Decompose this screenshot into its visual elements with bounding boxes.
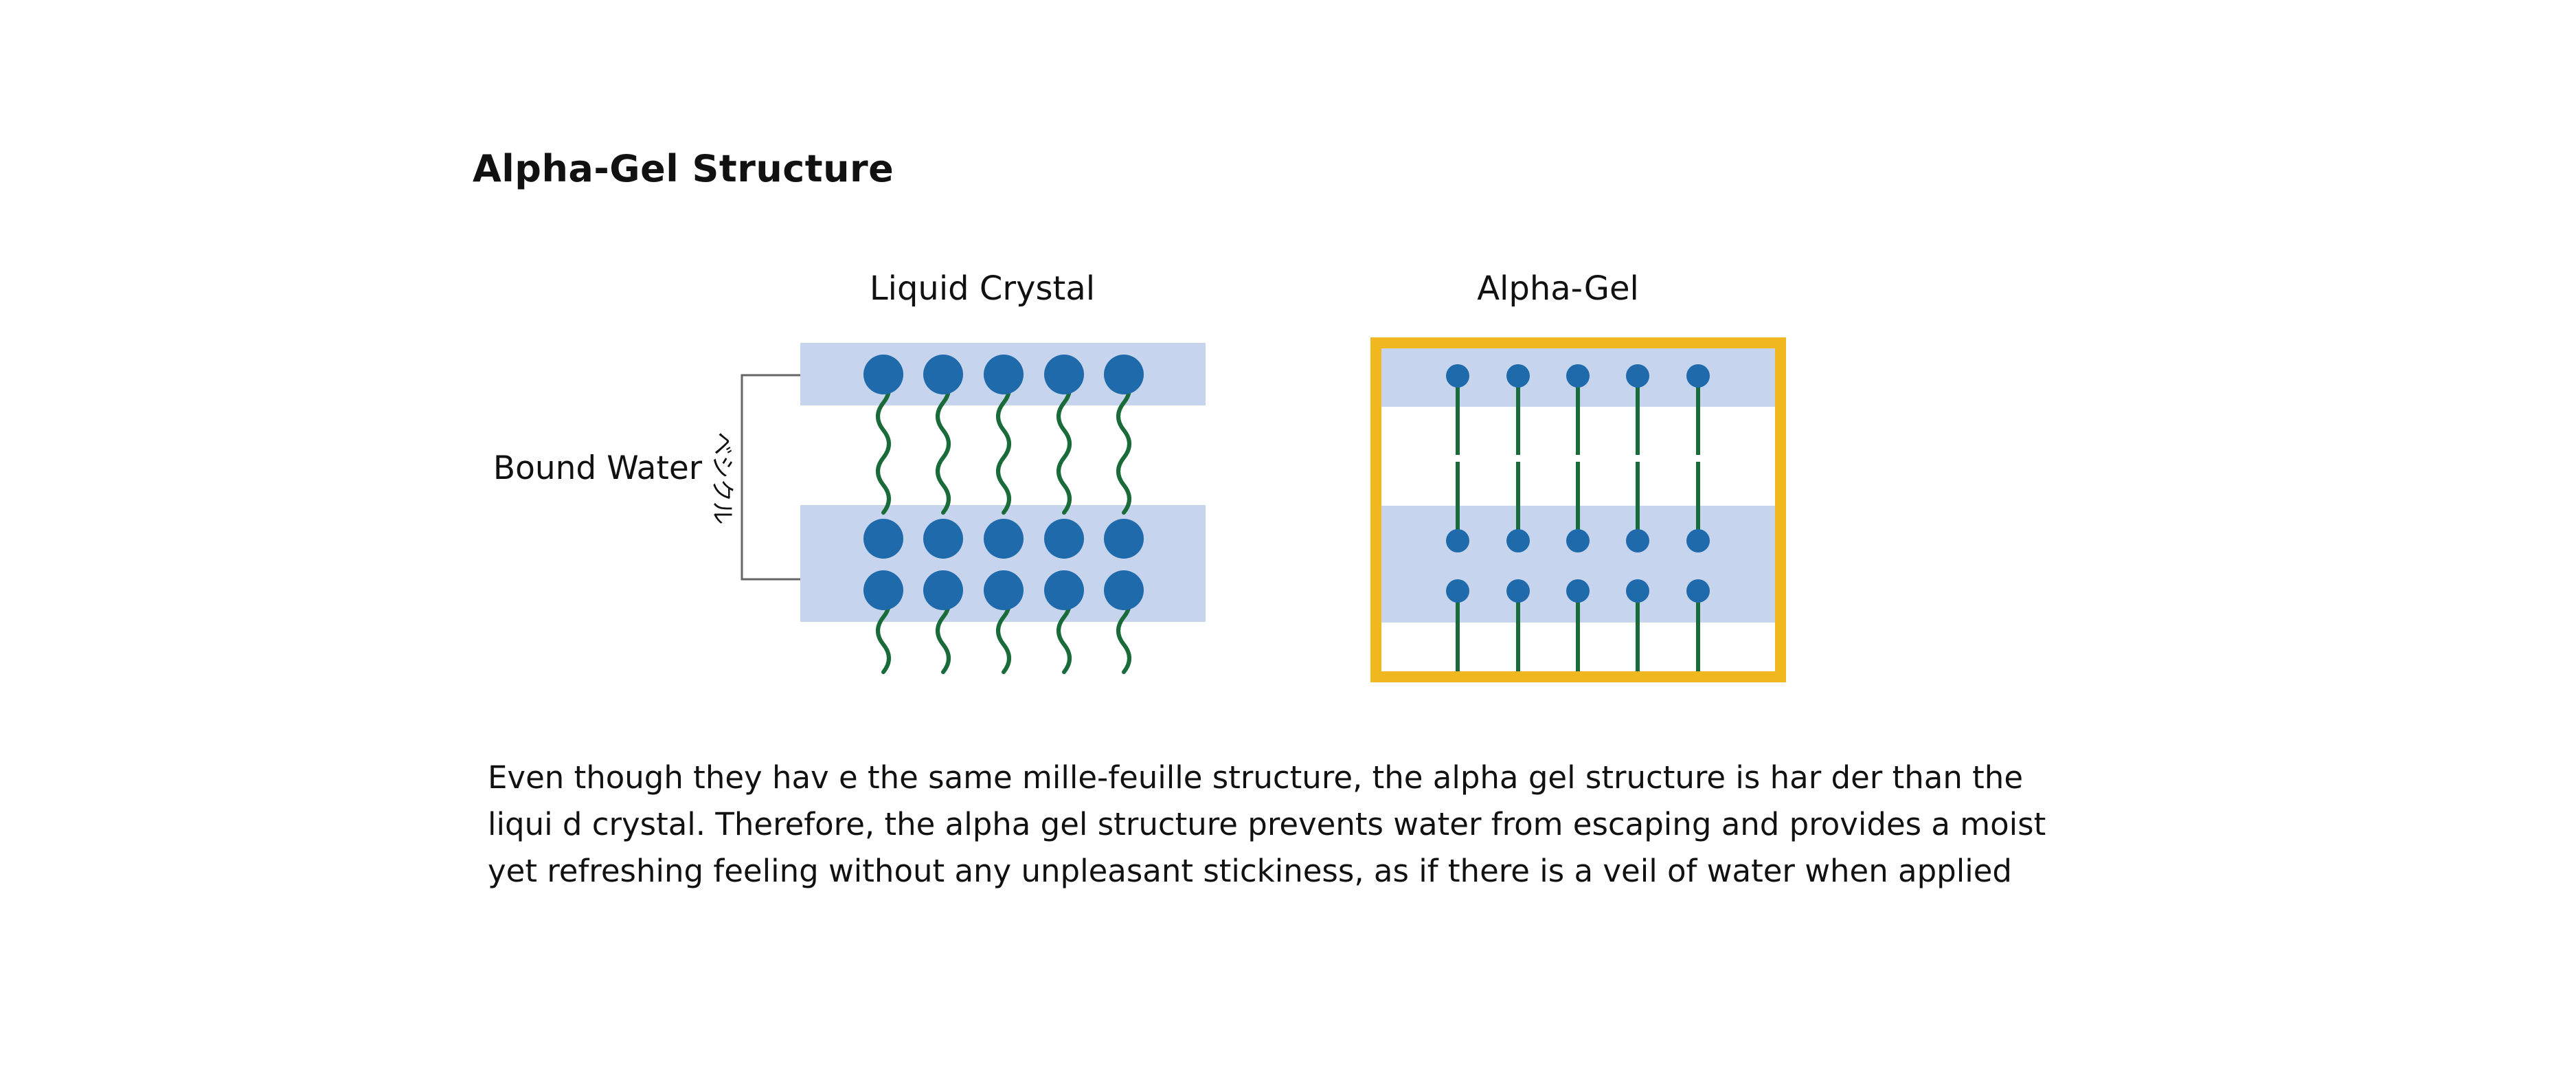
lc-lipid-head xyxy=(863,355,903,394)
alpha-gel-frame xyxy=(1370,337,1786,682)
lc-lipid-head xyxy=(1104,519,1144,559)
ag-lipid-head xyxy=(1686,364,1710,388)
lc-lipid-head xyxy=(1044,570,1084,610)
ag-lipid-head xyxy=(1626,529,1649,552)
ag-lipid-head xyxy=(1626,364,1649,388)
ag-lipid-head xyxy=(1566,364,1590,388)
lc-lipid-head xyxy=(863,519,903,559)
liquid-crystal-label: Liquid Crystal xyxy=(870,269,1095,308)
alpha-gel-label: Alpha-Gel xyxy=(1477,269,1639,308)
lc-lipid-head xyxy=(1104,570,1144,610)
lc-lipid-head xyxy=(863,570,903,610)
ag-lipid-head xyxy=(1626,579,1649,603)
lc-lipid-head xyxy=(984,570,1024,610)
lc-lipid-head xyxy=(923,355,963,394)
ag-lipid-head xyxy=(1446,364,1469,388)
ag-lipid-head xyxy=(1506,529,1530,552)
ag-lipid-head xyxy=(1566,579,1590,603)
lc-head-group xyxy=(863,355,1144,610)
ag-lipid-head xyxy=(1446,529,1469,552)
lc-lipid-head xyxy=(923,570,963,610)
vesicle-bracket-label: ベシクル xyxy=(708,432,736,525)
ag-lipid-head xyxy=(1686,579,1710,603)
lc-lipid-head xyxy=(1044,519,1084,559)
description-text: Even though they hav e the same mille-fe… xyxy=(488,759,2046,889)
page-title: Alpha-Gel Structure xyxy=(473,147,894,190)
bound-water-bracket xyxy=(741,374,800,581)
lc-lipid-head xyxy=(1104,355,1144,394)
lc-lipid-head xyxy=(984,355,1024,394)
lc-tail-upper xyxy=(1057,373,1072,515)
ag-lipid-head xyxy=(1566,529,1590,552)
lc-lipid-head xyxy=(923,519,963,559)
ag-lipid-head xyxy=(1686,529,1710,552)
liquid-crystal-panel xyxy=(800,343,1206,674)
lc-tail-upper xyxy=(1116,373,1131,515)
alpha-gel-panel xyxy=(1370,337,1786,682)
lc-tail-upper xyxy=(936,373,951,515)
ag-head-group xyxy=(1446,364,1710,603)
lc-tail-upper xyxy=(876,373,891,515)
ag-lipid-head xyxy=(1446,579,1469,603)
ag-lipid-head xyxy=(1506,364,1530,388)
lc-lipid-head xyxy=(984,519,1024,559)
ag-lipid-head xyxy=(1506,579,1530,603)
lc-tail-upper xyxy=(996,373,1011,515)
ag-tail-group xyxy=(1456,376,1700,672)
lc-lipid-head xyxy=(1044,355,1084,394)
bound-water-label: Bound Water xyxy=(493,449,703,487)
